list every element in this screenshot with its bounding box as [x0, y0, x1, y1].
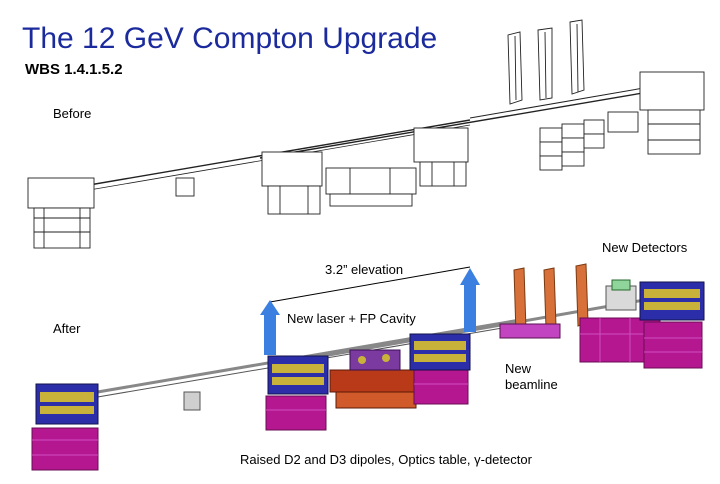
after-small-box — [183, 391, 201, 411]
before-shielding-blocks — [539, 119, 605, 171]
arrow-up-icon — [260, 300, 280, 355]
before-detector-stacks — [507, 19, 585, 105]
after-label: After — [53, 321, 81, 336]
page-title: The 12 GeV Compton Upgrade — [22, 22, 438, 55]
arrow-up-icon — [460, 268, 480, 332]
after-dipole-d3 — [409, 333, 471, 405]
after-new-beamline — [499, 263, 589, 339]
new-beamline-label-line1: New — [505, 361, 532, 376]
before-label: Before — [53, 106, 92, 121]
after-dipole-d1 — [31, 383, 99, 471]
after-dipole-d4 — [639, 281, 705, 369]
elevation-label: 3.2” elevation — [325, 262, 404, 277]
new-beamline-label-line2: beamline — [505, 377, 558, 392]
before-dipole-d3 — [413, 127, 469, 187]
before-small-box — [175, 177, 195, 197]
before-dipole-d4 — [607, 71, 705, 155]
caption: Raised D2 and D3 dipoles, Optics table, … — [240, 452, 532, 467]
after-optics-table — [329, 349, 423, 409]
after-drawing — [31, 263, 705, 471]
before-dipole-d1 — [27, 177, 95, 249]
new-detectors-label: New Detectors — [602, 240, 688, 255]
before-drawing — [27, 19, 705, 249]
wbs-number: WBS 1.4.1.5.2 — [25, 61, 123, 78]
before-dipole-d2 — [261, 151, 323, 215]
elevation-indicator — [260, 266, 480, 355]
new-laser-label: New laser + FP Cavity — [287, 311, 416, 326]
after-dipole-d2 — [265, 355, 329, 431]
before-optics-table — [325, 167, 417, 207]
